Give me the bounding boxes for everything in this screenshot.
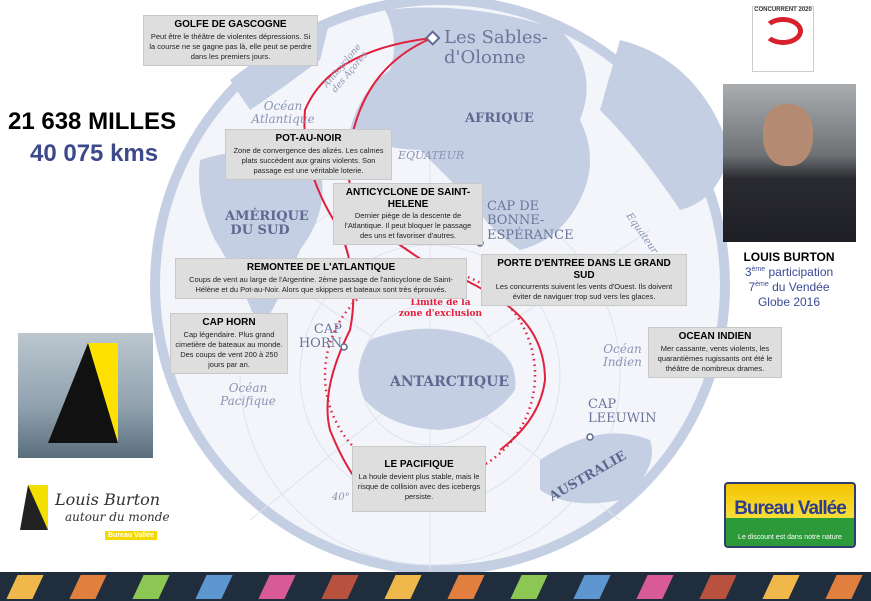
bureau-vallee-tagline: Le discount est dans notre nature: [738, 534, 842, 541]
label-equateur: EQUATEUR: [398, 149, 465, 162]
label-bonne-esperance: CAP DE BONNE-ESPÉRANCE: [487, 199, 574, 243]
label-afrique: AFRIQUE: [465, 111, 534, 126]
stripe: [510, 575, 548, 599]
box-text: Coups de vent au large de l'Argentine. 2…: [189, 274, 453, 294]
box-text: Cap légendaire. Plus grand cimetière de …: [175, 329, 283, 369]
bureau-vallee-name: Bureau Vallée: [734, 498, 847, 519]
skipper-name: LOUIS BURTON: [743, 250, 835, 264]
label-ocean-atlantique: Océan Atlantique: [251, 99, 315, 127]
label-amerique-du-sud: AMÉRIQUE DU SUD: [225, 209, 309, 239]
box-title: GOLFE DE GASCOGNE: [174, 19, 287, 30]
box-text: Dernier piège de la descente de l'Atlant…: [344, 211, 472, 241]
label-les-sables: Les Sables-d'Olonne: [444, 27, 548, 68]
stripe: [762, 575, 800, 599]
distance-miles: 21 638 MILLES: [8, 108, 177, 135]
box-title: POT-AU-NOIR: [275, 133, 342, 144]
box-title: OCEAN INDIEN: [678, 331, 752, 342]
label-cap-horn: CAP HORN: [298, 322, 342, 352]
box-title: CAP HORN: [202, 317, 256, 328]
text: du Vendée Globe 2016: [757, 280, 830, 309]
louis-burton-logo: Louis Burton autour du monde Bureau Vall…: [10, 485, 170, 545]
stripe: [636, 575, 674, 599]
box-text: La houle devient plus stable, mais le ri…: [357, 471, 481, 501]
stripe: [321, 575, 359, 599]
stripe: [447, 575, 485, 599]
skipper-participation: 3ème participation: [722, 265, 856, 280]
sup: ème: [755, 281, 769, 288]
decorative-stripe-band: [0, 572, 871, 601]
skipper-rank: 7ème du Vendée Globe 2016: [733, 280, 845, 310]
stripe: [195, 575, 233, 599]
box-title: LE PACIFIQUE: [384, 459, 454, 470]
box-title: REMONTEE DE L'ATLANTIQUE: [246, 262, 396, 273]
box-title: ANTICYCLONE DE SAINT-HELENE: [345, 187, 471, 210]
box-title: PORTE D'ENTREE DANS LE GRAND SUD: [497, 258, 671, 281]
label-ocean-indien: Océan Indien: [603, 342, 642, 370]
stripe: [825, 575, 863, 599]
label-exclusion-zone: Limite de la zone d'exclusion: [398, 298, 483, 319]
box-text: Peut être le théâtre de violentes dépres…: [149, 31, 312, 61]
stripe: [6, 575, 44, 599]
text: participation: [768, 265, 834, 279]
skipper-portrait: [723, 84, 856, 242]
label-ocean-pacifique: Océan Pacifique: [220, 381, 276, 409]
vendee-globe-logo: CONCURRENT 2020: [752, 6, 814, 72]
stripe: [384, 575, 422, 599]
box-text: Mer cassante, vents violents, les quaran…: [657, 343, 773, 373]
boat-photo: [18, 333, 153, 458]
num: 7: [748, 280, 756, 294]
bureau-vallee-logo: Bureau Vallée Le discount est dans notre…: [724, 482, 856, 548]
box-text: Les concurrents suivent les vents d'Oues…: [495, 282, 673, 302]
distance-kms: 40 075 kms: [30, 140, 159, 167]
num: 3: [744, 265, 752, 279]
box-text: Zone de convergence des alizés. Les calm…: [233, 145, 384, 175]
label-40-degrees: 40°: [332, 492, 350, 503]
stripe: [573, 575, 611, 599]
label-cap-leeuwin: CAP LEEUWIN: [588, 397, 657, 427]
stripe: [258, 575, 296, 599]
label-antarctique: ANTARCTIQUE: [390, 374, 509, 390]
stripe: [699, 575, 737, 599]
stripe: [132, 575, 170, 599]
sup: ème: [751, 266, 766, 273]
stripe: [69, 575, 107, 599]
